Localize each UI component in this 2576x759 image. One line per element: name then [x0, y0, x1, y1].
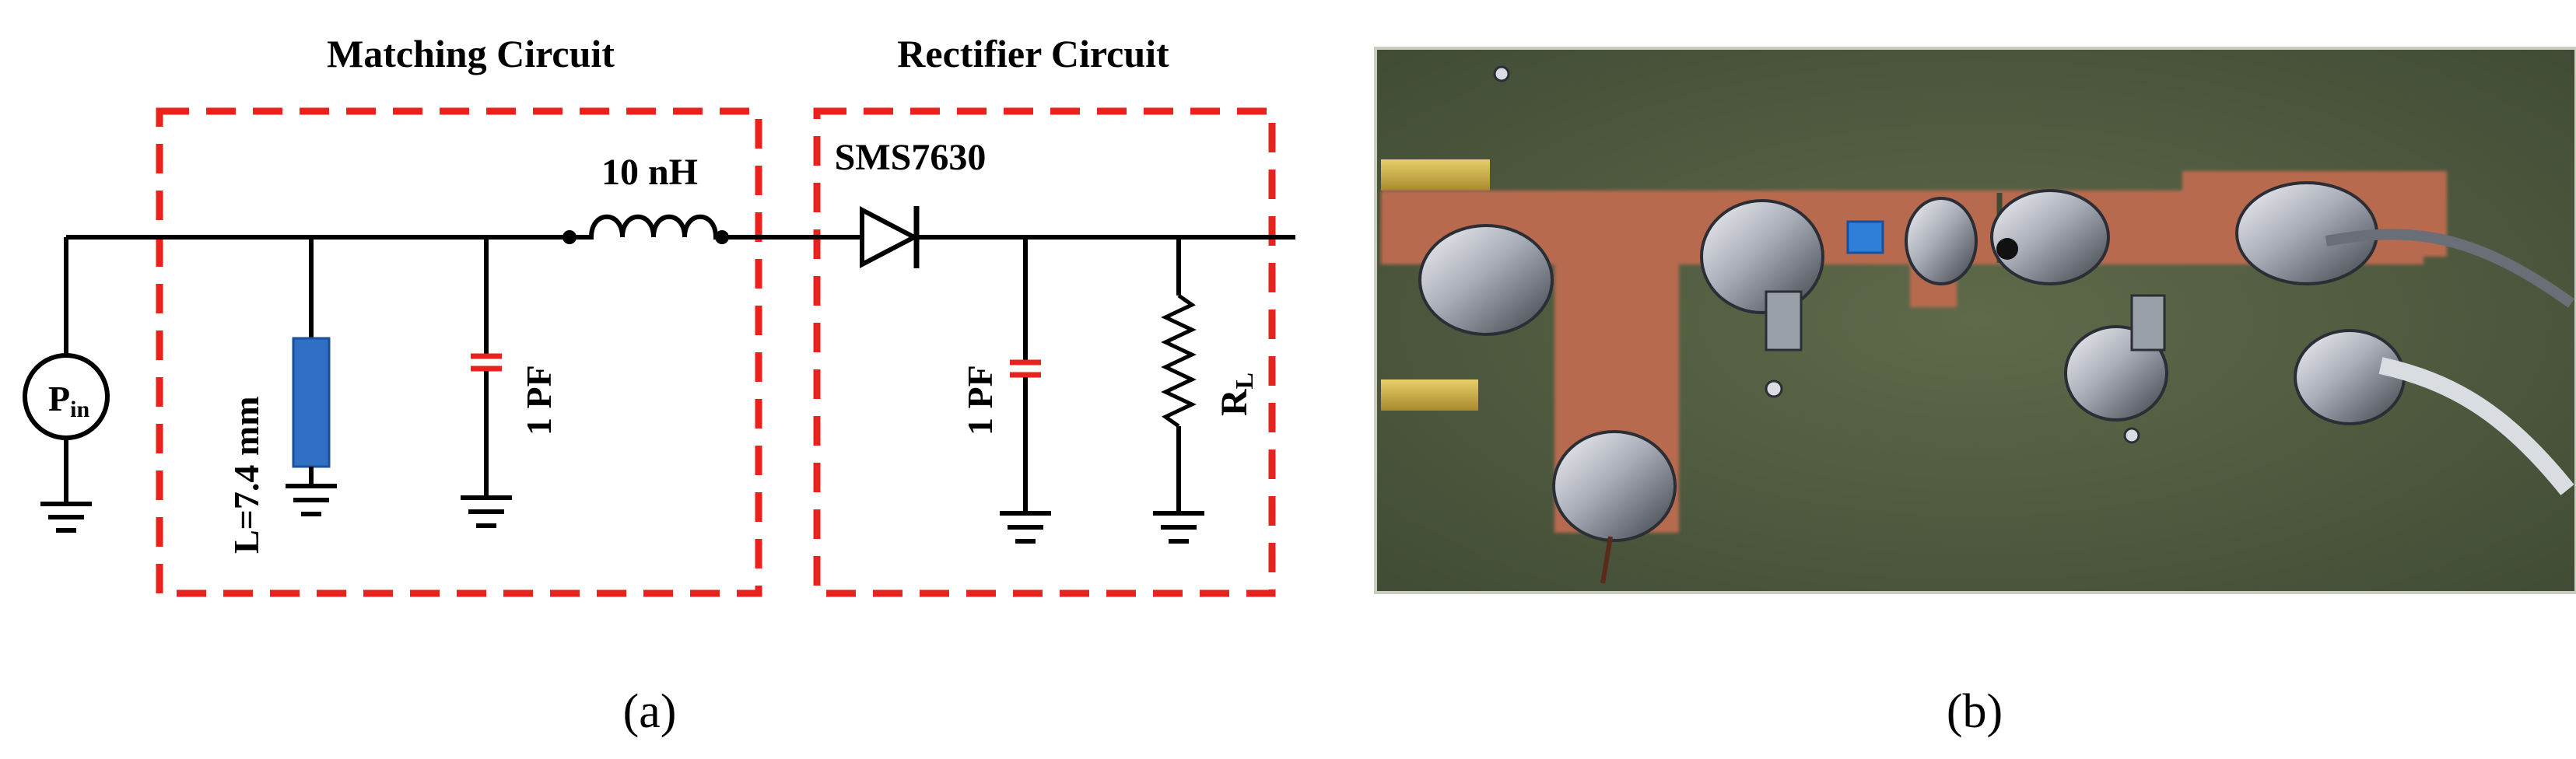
gold-pad	[1381, 380, 1478, 411]
panel-b-caption: (b)	[1947, 685, 2003, 738]
ground-icon	[40, 502, 92, 533]
ground-icon	[1153, 511, 1204, 544]
ground-icon	[286, 484, 337, 516]
ground-icon	[461, 495, 512, 528]
load-resistor: RL	[1153, 237, 1258, 544]
ground-icon	[1000, 511, 1051, 544]
solder-joints	[1418, 181, 2406, 542]
capacitor-icon	[471, 353, 502, 372]
inductor-icon	[570, 214, 722, 240]
load-resistor-label: RL	[1214, 373, 1258, 416]
microstrip-stub-icon	[292, 337, 331, 468]
capacitor-2: 1 PF	[960, 237, 1051, 544]
stub-label: L=7.4 mm	[226, 396, 266, 554]
board-holes	[1493, 65, 2140, 444]
cables	[1600, 229, 2575, 584]
diode: SMS7630	[835, 137, 987, 268]
resistor-icon	[1161, 293, 1197, 428]
panel-a-caption: (a)	[623, 685, 677, 738]
panel-b-photo: (b)	[1374, 47, 2576, 738]
diode-icon	[860, 206, 943, 268]
rectifier-circuit-heading: Rectifier Circuit	[897, 32, 1169, 75]
smd-capacitor	[1765, 290, 1803, 352]
blue-smd-diode	[1846, 220, 1884, 254]
microstrip-stub: L=7.4 mm	[226, 237, 337, 554]
panel-a-schematic: Matching Circuit Rectifier Circuit Pin	[23, 32, 1295, 738]
inductor-label: 10 nH	[601, 152, 698, 193]
gold-pad	[1381, 159, 1490, 191]
capacitor-1-label: 1 PF	[519, 365, 559, 435]
matching-circuit-heading: Matching Circuit	[327, 32, 615, 75]
source-label: Pin	[48, 379, 89, 422]
rectifier-circuit-box	[813, 107, 1276, 597]
power-source: Pin	[23, 237, 110, 533]
capacitor-icon	[1010, 359, 1041, 378]
capacitor-2-label: 1 PF	[960, 365, 1000, 435]
matching-circuit-box	[156, 107, 762, 597]
via	[1996, 238, 2018, 260]
smd-resistor	[2130, 294, 2166, 352]
inductor: 10 nH	[563, 152, 729, 244]
capacitor-1: 1 PF	[461, 237, 559, 528]
diode-label: SMS7630	[835, 137, 987, 178]
